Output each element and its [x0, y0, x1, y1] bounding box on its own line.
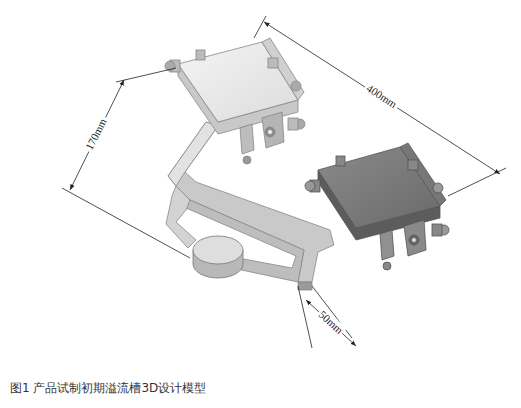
casting-plate-light [165, 38, 305, 164]
overflow-cylinder [193, 236, 243, 278]
dimension-label: 170mm [82, 114, 110, 153]
figure-caption: 图1 产品试制初期溢流槽3D设计模型 [10, 380, 206, 397]
runner-channel [166, 122, 334, 290]
casting-plate-dark [305, 143, 449, 270]
dimension-lines [62, 16, 506, 348]
dimension-label: 400mm [363, 81, 401, 112]
